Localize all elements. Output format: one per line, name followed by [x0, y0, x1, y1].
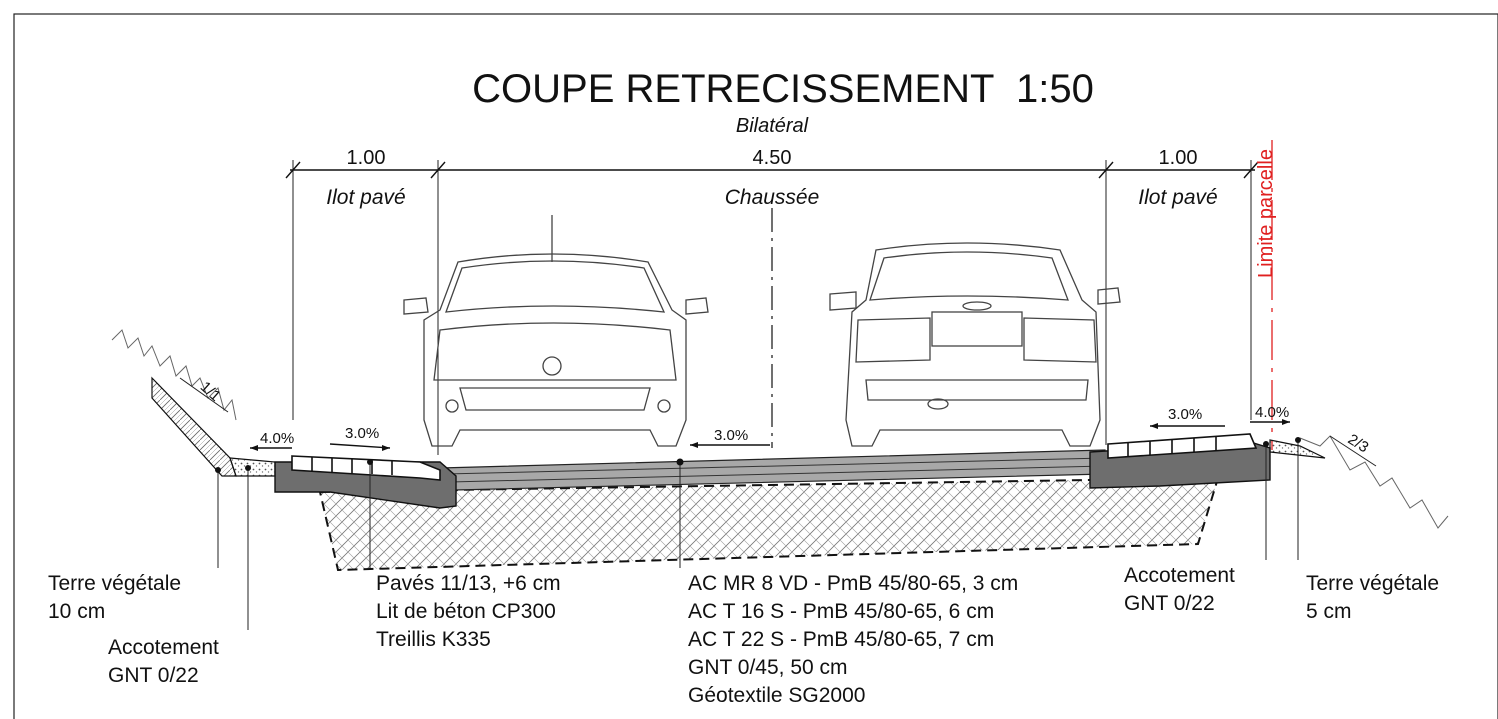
subbase-layer	[318, 476, 1220, 572]
left-paved-island	[274, 455, 457, 509]
car-rear-view	[829, 242, 1121, 447]
callout-pavement-line-2: AC T 16 S - PmB 45/80-65, 6 cm	[688, 600, 994, 623]
callout-pavement-line-4: GNT 0/45, 50 cm	[688, 656, 848, 679]
slope-right-paving: 3.0%	[1168, 406, 1202, 423]
callout-leaders	[215, 437, 1301, 630]
slope-left-paving: 3.0%	[345, 425, 379, 442]
callout-shoulder-right: Accotement GNT 0/22	[1124, 564, 1235, 615]
callout-shoulder-left-line-1: Accotement	[108, 636, 219, 659]
zone-left-island: Ilot pavé	[326, 186, 405, 209]
callout-topsoil-left-line-2: 10 cm	[48, 600, 105, 623]
slope-carriageway: 3.0%	[714, 427, 748, 444]
drawing-frame	[13, 13, 1498, 719]
left-shoulder	[111, 329, 276, 477]
callout-pavement-line-3: AC T 22 S - PmB 45/80-65, 7 cm	[688, 628, 994, 651]
asphalt-layers	[438, 449, 1106, 491]
right-paved-island	[1089, 433, 1271, 489]
zone-carriageway: Chaussée	[725, 186, 820, 209]
callout-topsoil-right-line-1: Terre végétale	[1306, 572, 1439, 595]
dimension-left-island: 1.00	[347, 147, 386, 169]
drawing-subtitle: Bilatéral	[736, 115, 809, 137]
property-limit-label: Limite parcelle	[1255, 149, 1277, 278]
callout-shoulder-right-line-2: GNT 0/22	[1124, 592, 1215, 615]
callout-shoulder-right-line-1: Accotement	[1124, 564, 1235, 587]
property-limit: Limite parcelle	[1255, 140, 1277, 450]
callout-topsoil-right: Terre végétale 5 cm	[1306, 572, 1439, 623]
dimension-chain: 1.00 4.50 1.00	[285, 147, 1259, 455]
callout-topsoil-left: Terre végétale 10 cm	[48, 572, 181, 623]
callout-paving-line-2: Lit de béton CP300	[376, 600, 556, 623]
zone-right-island: Ilot pavé	[1138, 186, 1217, 209]
callout-paving-line-1: Pavés 11/13, +6 cm	[376, 572, 561, 595]
drawing-title: COUPE RETRECISSEMENT 1:50	[472, 67, 1094, 111]
slope-right-shoulder: 4.0%	[1255, 404, 1289, 421]
slope-left-shoulder: 4.0%	[260, 430, 294, 447]
callout-shoulder-left-line-2: GNT 0/22	[108, 664, 199, 687]
dimension-carriageway: 4.50	[753, 147, 792, 169]
car-front-view	[403, 215, 709, 447]
callout-topsoil-left-line-1: Terre végétale	[48, 572, 181, 595]
dimension-right-island: 1.00	[1159, 147, 1198, 169]
callout-pavement: AC MR 8 VD - PmB 45/80-65, 3 cm AC T 16 …	[688, 572, 1018, 707]
callout-pavement-line-1: AC MR 8 VD - PmB 45/80-65, 3 cm	[688, 572, 1018, 595]
slope-left-embankment: 1/1	[197, 378, 224, 405]
callout-pavement-line-5: Géotextile SG2000	[688, 684, 865, 707]
callout-paving: Pavés 11/13, +6 cm Lit de béton CP300 Tr…	[376, 572, 561, 651]
callout-topsoil-right-line-2: 5 cm	[1306, 600, 1352, 623]
slope-right-embankment: 2/3	[1345, 431, 1372, 456]
callout-shoulder-left: Accotement GNT 0/22	[108, 636, 219, 687]
callout-paving-line-3: Treillis K335	[376, 628, 491, 651]
